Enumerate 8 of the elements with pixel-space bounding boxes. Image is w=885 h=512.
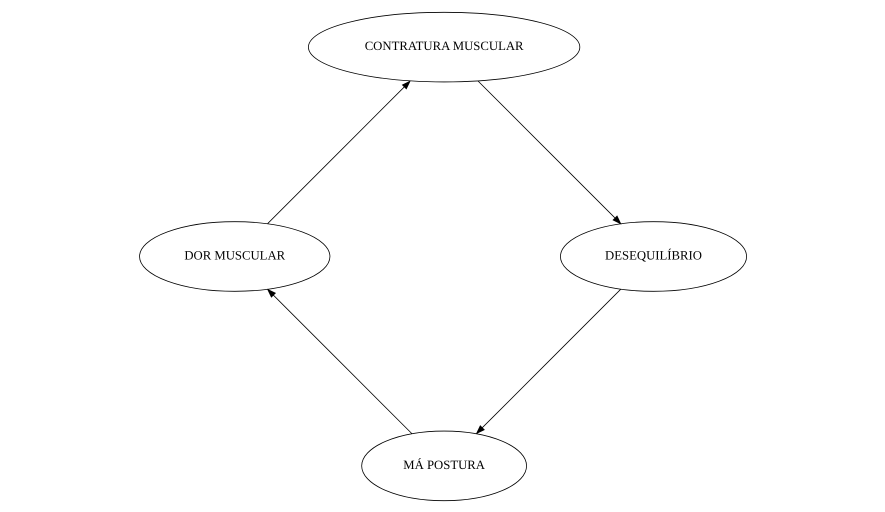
node-ellipse: DESEQUILÍBRIO	[560, 220, 746, 292]
arrow	[266, 288, 412, 434]
arrow	[477, 80, 622, 224]
node-ellipse: DOR MUSCULAR	[138, 220, 330, 292]
node-ellipse: CONTRATURA MUSCULAR	[308, 11, 580, 82]
arrow	[475, 288, 621, 434]
arrow	[266, 80, 410, 224]
node-ellipse: MÁ POSTURA	[360, 430, 526, 501]
